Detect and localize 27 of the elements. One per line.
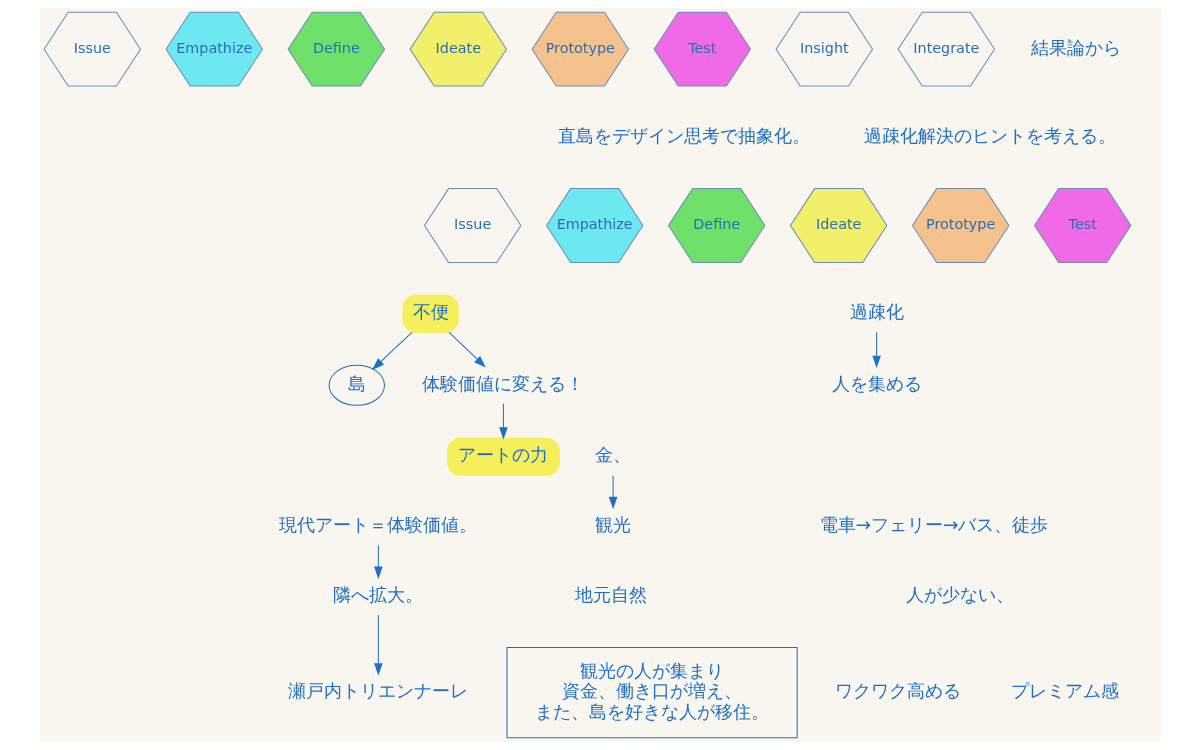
label: 人が少ない、 <box>905 583 1014 605</box>
node-box: アートの力 <box>446 437 560 476</box>
node-text: 体験価値に変える！ <box>421 372 584 394</box>
label: ワクワク高める <box>834 680 961 702</box>
node-text: 人を集める <box>831 372 922 394</box>
node-box: 不便 <box>401 294 459 333</box>
node-text: 観光 <box>594 514 631 536</box>
node-text: 過疎化 <box>849 301 904 323</box>
node-text: 瀬戸内トリエンナーレ <box>287 680 468 702</box>
label: 電車→フェリー→バス、徒歩 <box>819 514 1048 536</box>
arrow <box>608 475 617 510</box>
arrow <box>373 544 383 579</box>
arrow <box>373 614 383 676</box>
arrow <box>498 403 508 440</box>
node-box: 観光の人が集まり 資金、働き口が増え、 また、島を好きな人が移住。 <box>506 647 798 739</box>
node-text: 隣へ拡大。 <box>332 583 423 605</box>
label: 直島をデザイン思考で抽象化。 <box>557 124 810 146</box>
label: 過疎化解決のヒントを考える。 <box>863 124 1116 146</box>
node-ellipse: 島 <box>328 364 385 406</box>
label: 結果論から <box>1030 36 1121 58</box>
arrow <box>448 331 486 368</box>
arrow <box>871 331 881 368</box>
node-text: 現代アート＝体験価値。 <box>278 514 477 536</box>
label: プレミアム感 <box>1010 680 1119 702</box>
arrow <box>371 331 412 370</box>
node-text: 金、 <box>594 444 631 466</box>
label: 地元自然 <box>574 583 647 605</box>
